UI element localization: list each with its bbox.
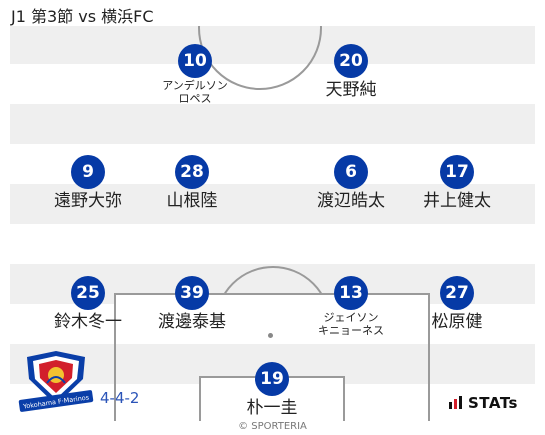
penalty-spot xyxy=(268,333,273,338)
player-number-badge: 9 xyxy=(71,155,105,189)
player-number-badge: 27 xyxy=(440,276,474,310)
player-card[interactable]: 28 山根陸 xyxy=(132,155,252,211)
player-number-badge: 28 xyxy=(175,155,209,189)
player-number-badge: 19 xyxy=(255,362,289,396)
player-card[interactable]: 25 鈴木冬一 xyxy=(28,276,148,332)
pitch-stripe xyxy=(10,184,535,224)
stats-brand: STATs xyxy=(449,394,518,412)
player-card[interactable]: 27 松原健 xyxy=(397,276,517,332)
player-card[interactable]: 9 遠野大弥 xyxy=(28,155,148,211)
player-name: 鈴木冬一 xyxy=(54,312,122,332)
player-card[interactable]: 13 ジェイソンキニョーネス xyxy=(291,276,411,337)
stats-brand-text: STATs xyxy=(468,394,518,412)
player-name: 渡邊泰基 xyxy=(158,312,226,332)
player-number-badge: 13 xyxy=(334,276,368,310)
player-name: アンデルソンロペス xyxy=(162,79,228,105)
player-number-badge: 25 xyxy=(71,276,105,310)
player-card[interactable]: 19 朴一圭 xyxy=(212,362,332,418)
player-card[interactable]: 39 渡邊泰基 xyxy=(132,276,252,332)
player-name: 松原健 xyxy=(431,312,483,332)
player-card[interactable]: 20 天野純 xyxy=(291,44,411,100)
player-number-badge: 10 xyxy=(178,44,212,78)
player-name: 遠野大弥 xyxy=(54,191,122,211)
club-logo-icon: Yokohama F·Marinos xyxy=(18,351,94,412)
stats-bars-icon xyxy=(449,396,462,409)
pitch-stripe xyxy=(10,104,535,144)
player-name: 朴一圭 xyxy=(246,398,298,418)
page-title: J1 第3節 vs 横浜FC xyxy=(11,7,154,26)
player-number-badge: 6 xyxy=(334,155,368,189)
pitch-stripe xyxy=(10,224,535,264)
formation-label: 4-4-2 xyxy=(100,389,140,407)
credit-text: © SPORTERIA xyxy=(238,421,307,432)
player-card[interactable]: 17 井上健太 xyxy=(397,155,517,211)
player-number-badge: 17 xyxy=(440,155,474,189)
player-card[interactable]: 10 アンデルソンロペス xyxy=(135,44,255,105)
player-name: ジェイソンキニョーネス xyxy=(318,311,384,337)
player-name: 井上健太 xyxy=(423,191,491,211)
player-number-badge: 20 xyxy=(334,44,368,78)
player-card[interactable]: 6 渡辺皓太 xyxy=(291,155,411,211)
player-name: 渡辺皓太 xyxy=(317,191,385,211)
player-name: 天野純 xyxy=(325,80,377,100)
player-name: 山根陸 xyxy=(166,191,218,211)
player-number-badge: 39 xyxy=(175,276,209,310)
